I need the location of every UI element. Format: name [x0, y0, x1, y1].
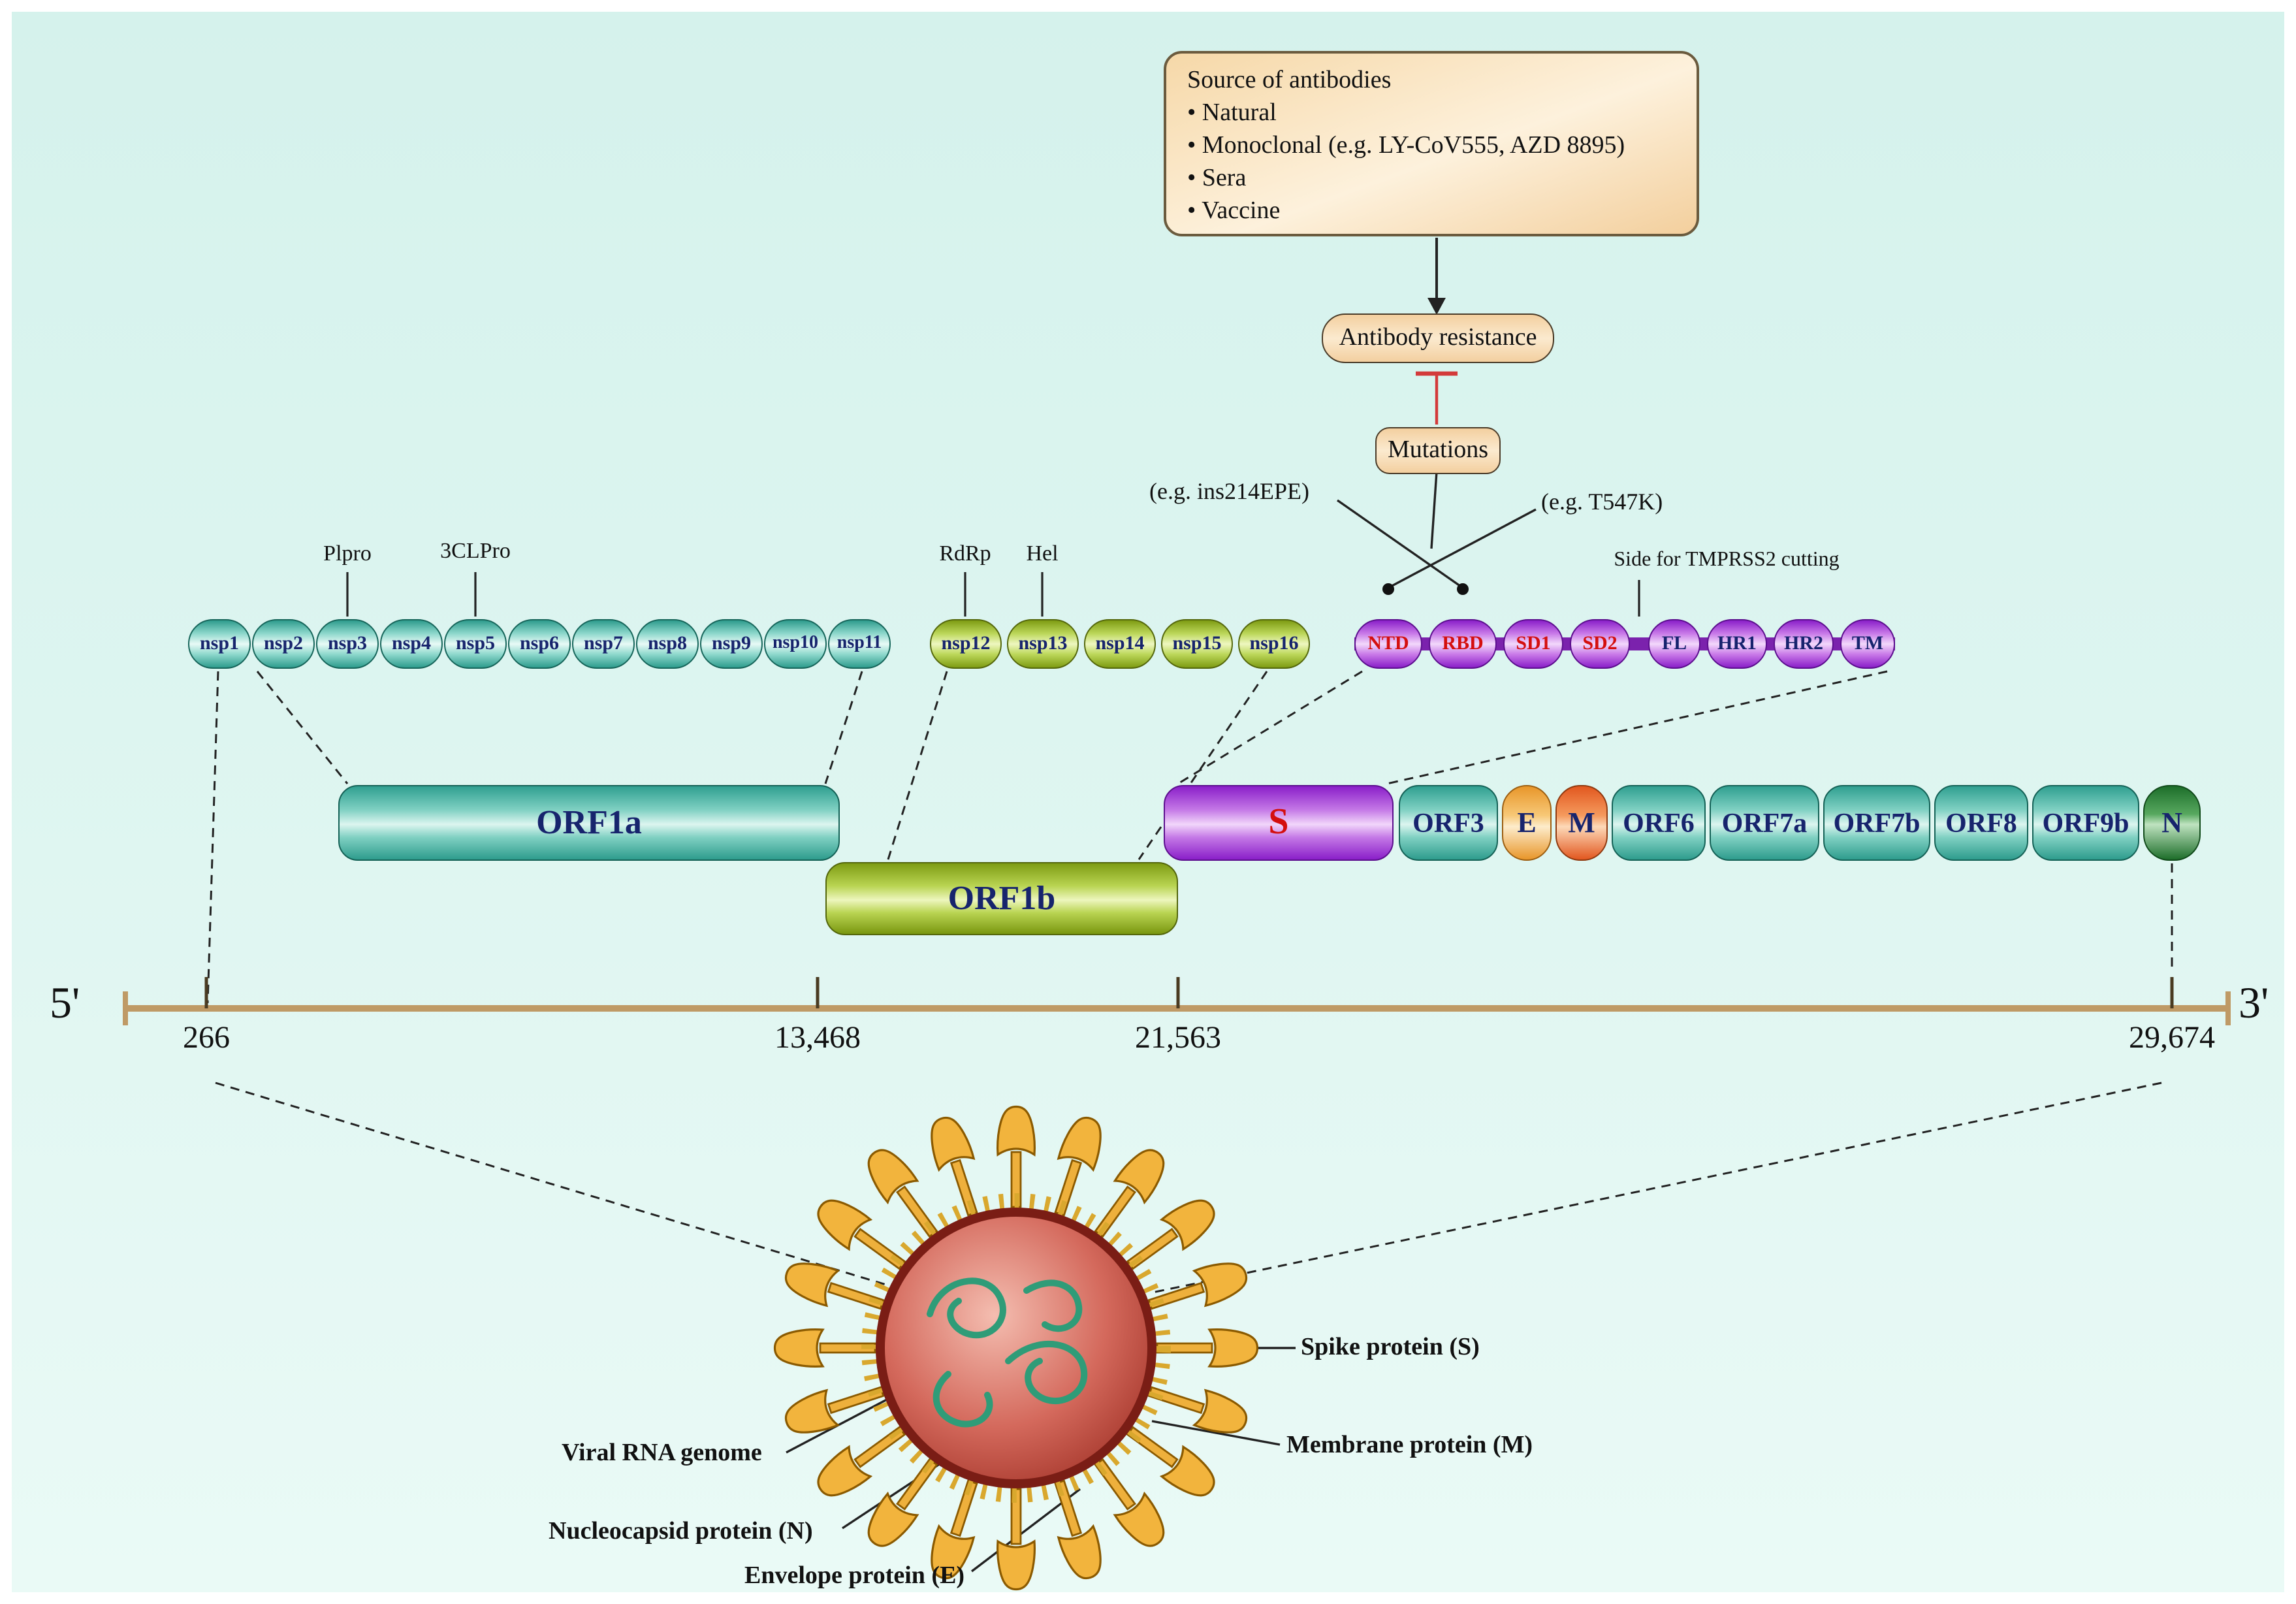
antibody-resistance-node: Antibody resistance: [1322, 313, 1554, 363]
3clpro-label: 3CLPro: [440, 538, 511, 563]
nsp16-pill: nsp16: [1238, 619, 1310, 669]
fl-domain-pill: FL: [1648, 619, 1700, 669]
e-gene-box: E: [1502, 785, 1552, 861]
ntd-domain-pill: NTD: [1354, 619, 1422, 669]
antibody-source-item: • Monoclonal (e.g. LY-CoV555, AZD 8895): [1187, 132, 1625, 160]
orf6-box: ORF6: [1612, 785, 1706, 861]
hr1-domain-pill: HR1: [1707, 619, 1767, 669]
antibody-source-panel: Source of antibodies • Natural • Monoclo…: [1164, 51, 1699, 236]
nsp12-pill: nsp12: [930, 619, 1002, 669]
nsp11-pill: nsp11: [828, 619, 891, 669]
nsp13-pill: nsp13: [1007, 619, 1079, 669]
five-prime-label: 5': [50, 980, 80, 1028]
nsp2-pill: nsp2: [252, 619, 315, 669]
tmprss2-label: Side for TMPRSS2 cutting: [1614, 549, 1840, 571]
orf9b-box: ORF9b: [2032, 785, 2139, 861]
hel-label: Hel: [1026, 541, 1059, 566]
orf1b-box: ORF1b: [825, 862, 1178, 935]
mutations-node: Mutations: [1375, 427, 1501, 474]
s-gene-box: S: [1164, 785, 1394, 861]
nsp6-pill: nsp6: [508, 619, 571, 669]
orf1a-box: ORF1a: [338, 785, 840, 861]
orf7a-box: ORF7a: [1710, 785, 1819, 861]
sd1-domain-pill: SD1: [1503, 619, 1563, 669]
membrane-protein-label: Membrane protein (M): [1286, 1432, 1533, 1459]
antibody-source-item: • Sera: [1187, 165, 1247, 193]
nsp14-pill: nsp14: [1084, 619, 1156, 669]
axis-tick-29674: 29,674: [2129, 1021, 2215, 1055]
mutation-example-left: (e.g. ins214EPE): [1149, 478, 1309, 504]
axis-tick-266: 266: [183, 1021, 230, 1055]
hr2-domain-pill: HR2: [1774, 619, 1834, 669]
orf7b-box: ORF7b: [1823, 785, 1930, 861]
envelope-protein-label: Envelope protein (E): [744, 1562, 965, 1590]
antibody-source-item: • Natural: [1187, 99, 1277, 127]
spike-protein-label: Spike protein (S): [1301, 1334, 1480, 1361]
axis-tick-21563: 21,563: [1135, 1021, 1221, 1055]
three-prime-label: 3': [2239, 980, 2269, 1028]
nsp7-pill: nsp7: [572, 619, 635, 669]
antibody-source-title: Source of antibodies: [1187, 67, 1392, 94]
nsp8-pill: nsp8: [636, 619, 699, 669]
plpro-label: Plpro: [323, 541, 372, 566]
nucleocapsid-protein-label: Nucleocapsid protein (N): [549, 1518, 813, 1545]
nsp9-pill: nsp9: [700, 619, 763, 669]
orf8-box: ORF8: [1934, 785, 2028, 861]
rbd-domain-pill: RBD: [1429, 619, 1497, 669]
n-gene-box: N: [2143, 785, 2201, 861]
sd2-domain-pill: SD2: [1570, 619, 1630, 669]
tm-domain-pill: TM: [1840, 619, 1895, 669]
viral-rna-genome-label: Viral RNA genome: [562, 1439, 762, 1467]
m-gene-box: M: [1555, 785, 1608, 861]
nsp4-pill: nsp4: [380, 619, 443, 669]
nsp10-pill: nsp10: [764, 619, 827, 669]
nsp3-pill: nsp3: [316, 619, 379, 669]
nsp5-pill: nsp5: [444, 619, 507, 669]
mutation-example-right: (e.g. T547K): [1541, 489, 1663, 515]
rdrp-label: RdRp: [939, 541, 991, 566]
antibody-source-item: • Vaccine: [1187, 197, 1281, 225]
nsp15-pill: nsp15: [1161, 619, 1233, 669]
axis-tick-13468: 13,468: [774, 1021, 861, 1055]
orf3-box: ORF3: [1399, 785, 1498, 861]
nsp1-pill: nsp1: [188, 619, 251, 669]
